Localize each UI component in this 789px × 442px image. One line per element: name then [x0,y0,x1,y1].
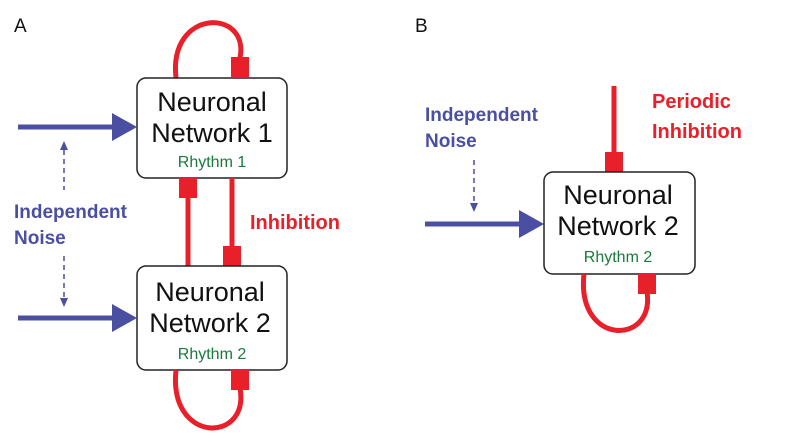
network1-self-inhibition-loop [173,20,244,79]
periodic-inhibition-terminal [605,152,623,173]
network1-box [136,77,288,179]
periodic-inhibition-label-line2: Inhibition [652,121,742,143]
panel-b-label: B [415,16,428,37]
network2-title-line1: Neuronal [155,277,265,307]
panel-b-network-title-line2: Network 2 [557,211,679,241]
network1-self-inhibition-terminal [231,57,249,77]
panel-b-network-rhythm-label: Rhythm 2 [584,249,653,266]
network2-self-inhibition-loop [173,369,244,431]
panel-b-self-inhibition-loop [581,273,650,333]
inhibition-net2-to-net1-terminal [179,178,197,198]
network2-self-inhibition-terminal [231,370,249,390]
panel-b-noise-input-arrowhead [519,210,544,238]
periodic-inhibition-label-line1: Periodic [652,91,731,113]
inhibition-net1-to-net2-terminal [223,246,241,266]
noise-label-line1: Independent [14,202,128,223]
noise-dashed-arrowhead-down [60,298,68,307]
network1-title-line2: Network 1 [151,118,273,148]
panel-b-network-box [543,171,696,275]
network2-title-line2: Network 2 [149,308,271,338]
noise-dashed-arrowhead-up [60,141,68,150]
inhibition-label: Inhibition [250,212,340,234]
panel-a-label: A [14,16,27,37]
network1-title-line1: Neuronal [157,87,267,117]
panel-b-self-inhibition-terminal [638,274,656,294]
panel-b-network-title-line1: Neuronal [563,180,673,210]
network1-rhythm-label: Rhythm 1 [178,154,247,171]
panel-b-noise-label-line2: Noise [425,131,477,152]
panel-b-noise-dashed-arrowhead [470,203,478,212]
network2-rhythm-label: Rhythm 2 [178,346,247,363]
panel-b-noise-label-line1: Independent [425,105,539,126]
noise-input-arrowhead-net1 [112,113,137,141]
noise-input-arrowhead-net2 [112,304,137,332]
noise-label-line2: Noise [14,228,66,249]
